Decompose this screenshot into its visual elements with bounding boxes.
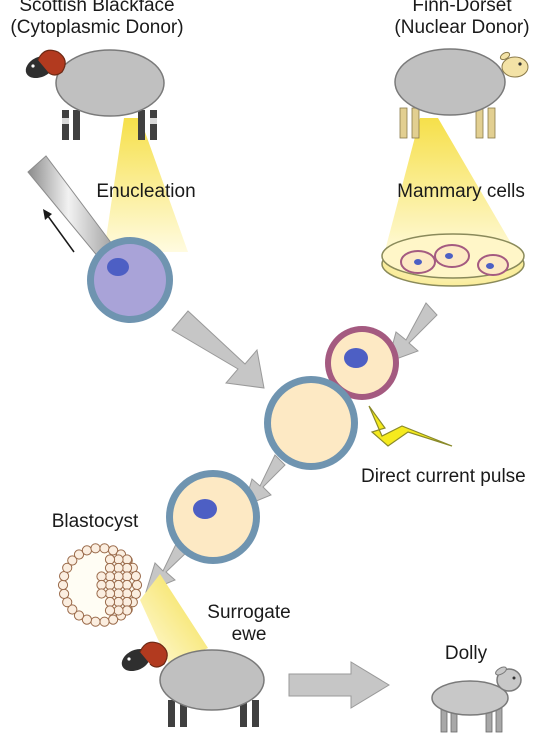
blastocyst-cell: [113, 605, 124, 616]
arrow-from-dish-icon: [387, 302, 438, 363]
blastocyst-cell: [104, 596, 116, 608]
blastocyst-cell: [131, 579, 143, 591]
arrow-to-fusion-icon: [171, 310, 265, 389]
blastocyst: [57, 543, 143, 627]
blastocyst-cell: [108, 614, 119, 625]
fused-egg: [166, 470, 260, 564]
blastocyst-cell: [113, 554, 124, 565]
blastocyst-cell: [104, 554, 116, 565]
blastocyst-cell: [104, 588, 116, 599]
arrow-to-dolly-icon: [288, 661, 390, 709]
lightning-bolt-icon: [368, 405, 453, 447]
blastocyst-cell: [67, 604, 78, 615]
blastocyst-cell: [121, 605, 133, 616]
nuclear-donor-role: (Nuclear Donor): [394, 17, 530, 38]
dolly-lamb: [431, 666, 522, 733]
blastocyst-cell: [96, 588, 107, 599]
surrogate-ewe-sheep: [121, 641, 265, 727]
light-cone-right: [382, 118, 522, 262]
scottish-blackface-sheep: [25, 49, 188, 252]
blastocyst-cell: [57, 579, 69, 591]
blastocyst-cell: [73, 610, 85, 621]
surrogate-ewe-label-line1: Surrogate: [207, 602, 291, 623]
blastocyst-cell: [81, 545, 93, 556]
blastocyst-cell: [113, 579, 124, 591]
enucleation-label: Enucleation: [96, 181, 196, 202]
blastocyst-cell: [113, 596, 124, 608]
blastocyst-cell: [113, 588, 124, 599]
blastocyst-cell: [62, 562, 73, 573]
light-cone-left: [104, 118, 188, 252]
blastocyst-cell: [90, 616, 101, 627]
cytoplasmic-donor-role: (Cytoplasmic Donor): [10, 17, 184, 38]
mammary-cells-label: Mammary cells: [397, 181, 525, 202]
surrogate-ewe-label-line2: ewe: [231, 624, 267, 645]
finn-dorset-sheep: [382, 48, 529, 262]
blastocyst-cell: [121, 571, 133, 582]
blastocyst-cell: [130, 571, 141, 582]
blastocyst-cell: [104, 605, 116, 616]
direct-current-pulse-label: Direct current pulse: [361, 466, 526, 487]
arrow-to-fused-egg-icon: [243, 454, 286, 507]
blastocyst-cell: [108, 545, 119, 556]
blastocyst-cell: [121, 596, 133, 608]
blastocyst-cell: [67, 555, 78, 566]
blastocyst-cell: [113, 562, 124, 574]
blastocyst-label: Blastocyst: [51, 511, 139, 532]
cytoplasmic-donor-name: Scottish Blackface: [19, 0, 175, 16]
blastocyst-cell: [99, 616, 110, 627]
nuclear-donor-name: Finn-Dorset: [412, 0, 512, 16]
blastocyst-cell: [113, 571, 124, 582]
arrow-up-icon: [43, 209, 52, 220]
blastocyst-cell: [121, 588, 133, 599]
blastocyst-cell: [121, 554, 133, 565]
blastocyst-cell: [99, 543, 110, 554]
blastocyst-cell: [59, 588, 70, 600]
mammary-cell-dish: [381, 233, 525, 287]
dolly-label: Dolly: [444, 643, 488, 664]
blastocyst-cell: [121, 579, 133, 591]
blastocyst-cell: [90, 543, 101, 554]
blastocyst-cell: [104, 571, 116, 582]
blastocyst-cell: [104, 579, 116, 591]
light-cone-surrogate: [140, 574, 208, 666]
mammary-cell: [325, 326, 399, 400]
blastocyst-cell: [104, 562, 116, 574]
blastocyst-cell: [81, 614, 93, 625]
blastocyst-cell: [96, 571, 107, 582]
blastocyst-cell: [96, 579, 107, 591]
blastocyst-cell: [121, 562, 133, 574]
enucleated-egg-fusion: [264, 376, 358, 470]
blastocyst-cell: [73, 549, 85, 560]
enucleated-egg: [87, 237, 173, 323]
